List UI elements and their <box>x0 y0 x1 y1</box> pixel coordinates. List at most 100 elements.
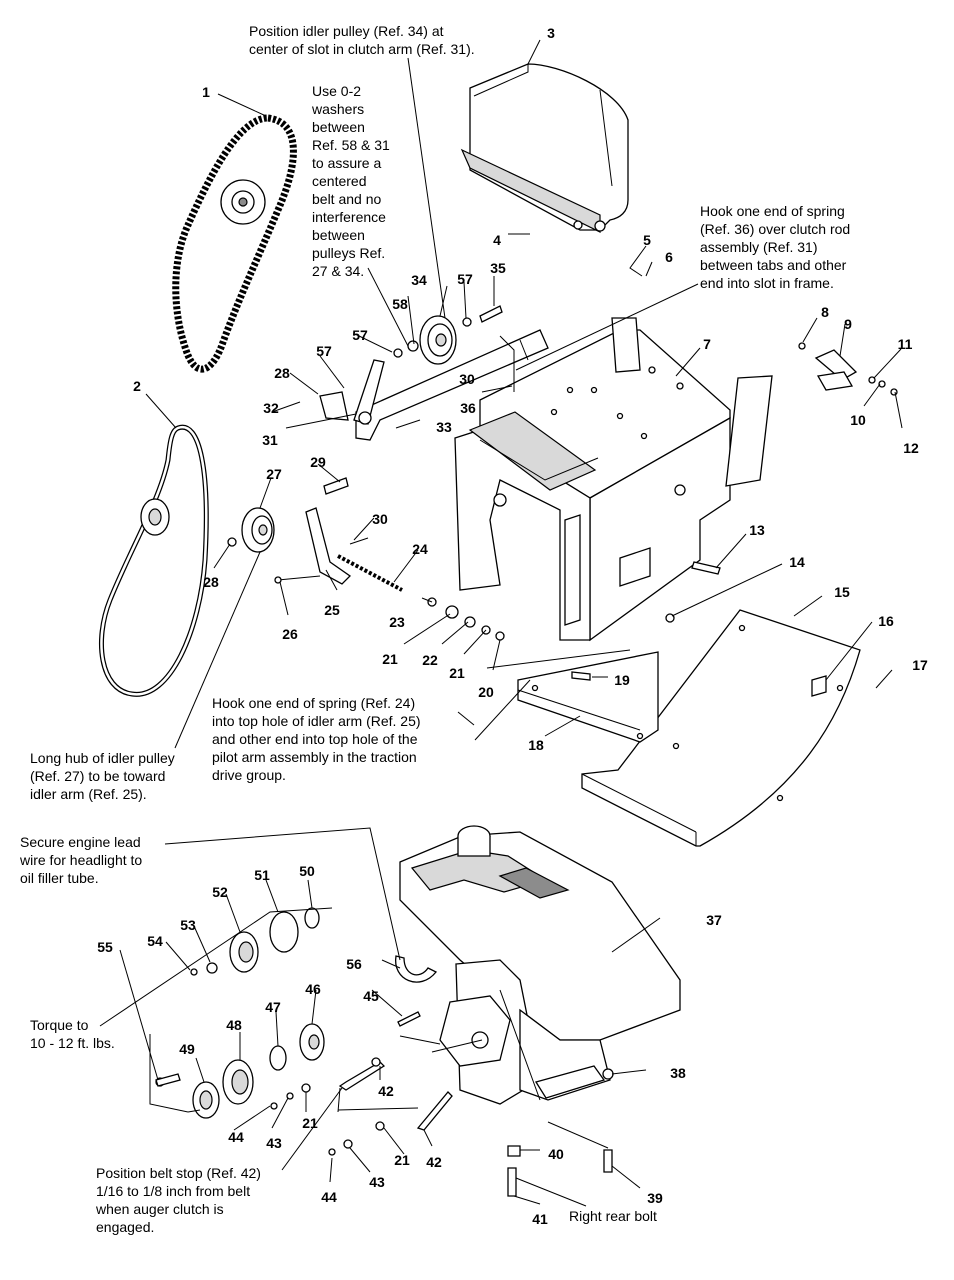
callout-57: 57 <box>316 343 332 359</box>
clip-56 <box>395 955 438 983</box>
callout-52: 52 <box>212 884 228 900</box>
callout-14: 14 <box>789 554 805 570</box>
callout-1: 1 <box>202 84 210 100</box>
callout-31: 31 <box>262 432 278 448</box>
callout-38: 38 <box>670 1065 686 1081</box>
callout-35: 35 <box>490 260 506 276</box>
bolts-13-14 <box>665 561 721 623</box>
cogged-belt-1 <box>172 114 297 373</box>
bracket-9 <box>798 342 898 396</box>
callout-10: 10 <box>850 412 866 428</box>
frame-7 <box>454 317 773 642</box>
callout-23: 23 <box>389 614 405 630</box>
callout-49: 49 <box>179 1041 195 1057</box>
auger-pulley-stack <box>149 907 325 1119</box>
callout-51: 51 <box>254 867 270 883</box>
callout-15: 15 <box>834 584 850 600</box>
belt-cover-3 <box>460 63 629 233</box>
callout-18: 18 <box>528 737 544 753</box>
callout-3: 3 <box>547 25 555 41</box>
callout-47: 47 <box>265 999 281 1015</box>
bracket-18 <box>517 651 659 743</box>
callout-55: 55 <box>97 939 113 955</box>
callout-6: 6 <box>665 249 673 265</box>
callout-44: 44 <box>321 1189 337 1205</box>
callout-21: 21 <box>382 651 398 667</box>
note-spring-36: Hook one end of spring(Ref. 36) over clu… <box>700 203 850 291</box>
callout-22: 22 <box>422 652 438 668</box>
callout-37: 37 <box>706 912 722 928</box>
callout-21: 21 <box>449 665 465 681</box>
callout-27: 27 <box>266 466 282 482</box>
hardware-20-23 <box>427 597 505 641</box>
callout-57: 57 <box>457 271 473 287</box>
callout-5: 5 <box>643 232 651 248</box>
callout-7: 7 <box>703 336 711 352</box>
belt-stops-42 <box>270 1057 453 1156</box>
callout-42: 42 <box>426 1154 442 1170</box>
callout-9: 9 <box>844 316 852 332</box>
callout-54: 54 <box>147 933 163 949</box>
callout-30: 30 <box>459 371 475 387</box>
clutch-arm-assembly <box>319 329 549 441</box>
key-45 <box>397 1011 421 1027</box>
callout-20: 20 <box>478 684 494 700</box>
engine-37 <box>399 825 681 1105</box>
callout-21: 21 <box>394 1152 410 1168</box>
callout-33: 33 <box>436 419 452 435</box>
cover-plate-15 <box>581 609 861 847</box>
callout-4: 4 <box>493 232 501 248</box>
callout-42: 42 <box>378 1083 394 1099</box>
callout-21: 21 <box>302 1115 318 1131</box>
callout-30: 30 <box>372 511 388 527</box>
callout-26: 26 <box>282 626 298 642</box>
callout-24: 24 <box>412 541 428 557</box>
callout-11: 11 <box>898 336 913 352</box>
callout-58: 58 <box>392 296 408 312</box>
callout-40: 40 <box>548 1146 564 1162</box>
callout-8: 8 <box>821 304 829 320</box>
hardware-39-41 <box>507 1145 613 1197</box>
callout-34: 34 <box>411 272 427 288</box>
callout-17: 17 <box>912 657 928 673</box>
callout-57: 57 <box>352 327 368 343</box>
idler-arm-25 <box>274 477 369 585</box>
callout-13: 13 <box>749 522 765 538</box>
note-right-rear-bolt: Right rear bolt <box>569 1208 657 1224</box>
callout-43: 43 <box>266 1135 282 1151</box>
callout-2: 2 <box>133 378 141 394</box>
callout-25: 25 <box>324 602 340 618</box>
callout-28: 28 <box>274 365 290 381</box>
callout-56: 56 <box>346 956 362 972</box>
note-belt-stop: Position belt stop (Ref. 42)1/16 to 1/8 … <box>95 1165 261 1235</box>
callout-32: 32 <box>263 400 279 416</box>
callout-12: 12 <box>903 440 919 456</box>
callout-19: 19 <box>614 672 630 688</box>
callout-46: 46 <box>305 981 321 997</box>
callout-44: 44 <box>228 1129 244 1145</box>
callout-45: 45 <box>363 988 379 1004</box>
note-long-hub: Long hub of idler pulley(Ref. 27) to be … <box>30 750 175 802</box>
callout-53: 53 <box>180 917 196 933</box>
callout-16: 16 <box>878 613 894 629</box>
v-belt-2 <box>98 424 209 697</box>
callout-36: 36 <box>460 400 476 416</box>
callout-41: 41 <box>532 1211 548 1227</box>
note-spring-24: Hook one end of spring (Ref. 24)into top… <box>212 695 421 783</box>
callout-43: 43 <box>369 1174 385 1190</box>
idler-pulley-34 <box>393 305 503 365</box>
callout-29: 29 <box>310 454 326 470</box>
callout-48: 48 <box>226 1017 242 1033</box>
leader-lines <box>99 39 903 1207</box>
idler-pulley-27 <box>227 507 275 553</box>
callout-28: 28 <box>203 574 219 590</box>
callout-50: 50 <box>299 863 315 879</box>
